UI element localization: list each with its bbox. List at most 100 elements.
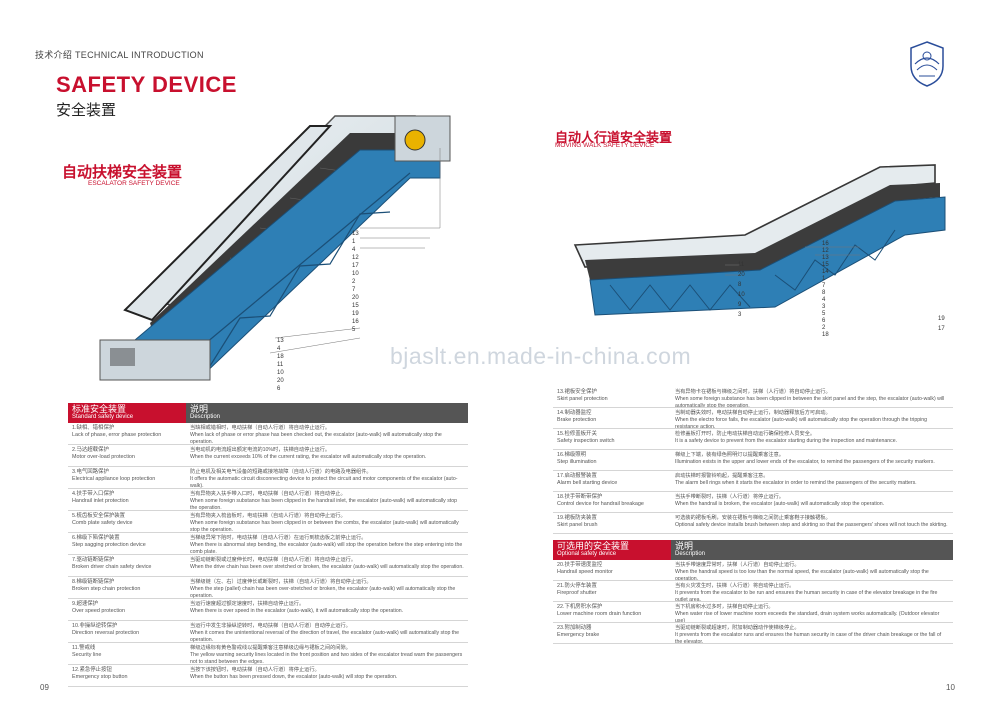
callout-number: 7 <box>822 283 826 289</box>
device-name: 16.梯级照明 Step illumination <box>557 452 597 466</box>
device-description: 当电动机的电流超出额定电流的10%时，扶梯自动停止运行。 When the cu… <box>190 447 427 461</box>
callout-number: 15 <box>822 262 829 268</box>
page-title-cn: 安全装置 <box>56 102 117 119</box>
desc-header-cn: 说明 <box>190 404 209 414</box>
device-name: 21.防火停车装置 Fireproof shutter <box>557 583 597 597</box>
device-description: 当运行速度超过额定速度时，扶梯自动停止运行。 When there is ove… <box>190 601 404 615</box>
table-row: 6.梯级下陷保护装置 Step sagging protection devic… <box>68 533 468 555</box>
device-name: 23.附加制动器 Emergency brake <box>557 625 600 639</box>
device-name: 19.裙板防夹装置 Skirt panel brush <box>557 515 598 529</box>
table-row: 15.检修盖板开关 Safety inspection switch 检修盖板打开… <box>553 429 953 450</box>
moving-walk-illustration <box>573 164 946 316</box>
device-name: 8.梯级链断链保护 Broken step chain protection <box>72 579 141 593</box>
device-name: 11.警戒线 Security line <box>72 645 102 659</box>
callout-number: 2 <box>352 279 356 285</box>
device-name: 12.紧急停止按钮 Emergency stop button <box>72 667 128 681</box>
device-description: 当有异物夹入扶手带入口时，电动扶梯（自动人行道）将自动停止。 When some… <box>190 491 458 511</box>
page-title-en: SAFETY DEVICE <box>56 72 237 97</box>
callout-number: 3 <box>738 312 742 318</box>
device-name: 10.非操纵逆转保护 Direction reversal protection <box>72 623 140 637</box>
callout-number: 3 <box>822 304 826 310</box>
table-row: 2.马达超载保护 Motor over-load protection 当电动机的… <box>68 445 468 467</box>
device-description: 当运行中发生非操纵逆转时，电动扶梯（自动人行道）自动停止运行。 When it … <box>190 623 460 643</box>
callout-number: 1 <box>822 276 826 282</box>
device-description: 梯级上下端，装有绿色照明灯以提醒乘客注意。 Illumination exist… <box>675 452 935 466</box>
device-description: 当下机房积水过多时，扶梯自动停止运行。 When water rise of l… <box>675 604 940 623</box>
device-name: 3.电气回路保护 Electrical appliance loop prote… <box>72 469 156 483</box>
header-cn: 可选用的安全装置 <box>557 541 630 551</box>
header-en: Optional safety device <box>557 551 617 558</box>
device-name: 1.缺相、错相保护 Lack of phase, error phase pro… <box>72 425 162 439</box>
table-row: 19.裙板防夹装置 Skirt panel brush 可选装的裙板毛刷，安装在裙… <box>553 513 953 534</box>
table-row: 21.防火停车装置 Fireproof shutter 当有火灾发生时，扶梯（人行… <box>553 581 953 602</box>
moving-walk-heading-en: MOVING WALK SAFETY DEVICE <box>555 142 655 149</box>
device-description: 检修盖板打开时，防止电动扶梯自动运行确保检修人员安全。 It is a safe… <box>675 431 898 445</box>
table-row: 16.梯级照明 Step illumination 梯级上下端，装有绿色照明灯以提… <box>553 450 953 471</box>
escalator-illustration <box>99 115 451 381</box>
table-body: 1.缺相、错相保护 Lack of phase, error phase pro… <box>68 423 468 687</box>
callout-number: 2 <box>822 325 826 331</box>
table-row: 3.电气回路保护 Electrical appliance loop prote… <box>68 467 468 489</box>
callout-number: 19 <box>352 311 359 317</box>
device-description: 当驱动链断裂或过度伸长时，电动扶梯（自动人行道）将自动停止运行。 When th… <box>190 557 464 571</box>
callout-number: 20 <box>352 295 359 301</box>
callout-number: 11 <box>277 362 284 368</box>
table-row: 5.梳齿板安全保护装置 Comb plate safety device 当有异物… <box>68 511 468 533</box>
callout-number: 7 <box>352 287 356 293</box>
callout-number: 18 <box>277 354 284 360</box>
escalator-heading-en: ESCALATOR SAFETY DEVICE <box>88 180 180 187</box>
device-description: 防止电机及相关电气设备的短路或接地故障（自动人行道）的电路及电器组件。 It o… <box>190 469 458 489</box>
callout-number: 16 <box>352 319 359 325</box>
device-name: 13.裙板安全保护 Skirt panel protection <box>557 389 608 403</box>
callout-number: 12 <box>352 255 359 261</box>
device-description: 当有火灾发生时，扶梯（人行道）将自动停止运行。 It prevents from… <box>675 583 938 602</box>
callout-number: 6 <box>822 318 826 324</box>
device-name: 15.检修盖板开关 Safety inspection switch <box>557 431 615 445</box>
page-number-right: 10 <box>946 683 955 692</box>
device-description: 梯级边缘标有黄色警戒线以提醒乘客注意梯级边缘与裙板之间的间隙。 The yell… <box>190 645 463 665</box>
callout-number: 4 <box>277 346 281 352</box>
callout-number: 20 <box>277 378 284 384</box>
desc-header-en: Description <box>190 414 221 421</box>
callout-number: 10 <box>277 370 284 376</box>
device-name: 17.启动报警装置 Alarm bell starting device <box>557 473 618 487</box>
device-name: 4.扶手带入口保护 Handrail inlet protection <box>72 491 129 505</box>
device-description: 可选装的裙板毛刷，安装在裙板与梯级之间防止乘客鞋子接触裙板。 Optional … <box>675 515 948 529</box>
device-name: 22.下机房积水保护 Lower machine room drain func… <box>557 604 642 618</box>
callout-number: 10 <box>738 292 745 298</box>
company-logo-icon <box>910 41 944 87</box>
device-description: 启动扶梯时报警铃响起，提醒乘客注意。 The alarm bell rings … <box>675 473 917 487</box>
device-name: 5.梳齿板安全保护装置 Comb plate safety device <box>72 513 133 527</box>
callout-number: 13 <box>352 231 359 237</box>
callout-number: 15 <box>352 303 359 309</box>
table-row: 11.警戒线 Security line 梯级边缘标有黄色警戒线以提醒乘客注意梯级… <box>68 643 468 665</box>
header-en: Standard safety device <box>72 414 134 421</box>
callout-number: 4 <box>822 297 826 303</box>
device-description: 当有异物夹入梳齿板时，电动扶梯（自动人行道）将自动停止运行。 When some… <box>190 513 459 533</box>
header-cn: 标准安全装置 <box>72 404 127 414</box>
watermark: bjaslt.en.made-in-china.com <box>390 343 692 369</box>
device-name: 14.制动器监控 Brake protection <box>557 410 597 424</box>
callout-number: 12 <box>822 248 829 254</box>
table-row: 22.下机房积水保护 Lower machine room drain func… <box>553 602 953 623</box>
section-header: 技术介绍 TECHNICAL INTRODUCTION <box>35 50 204 60</box>
table-row: 18.扶手带断带保护 Control device for handrail b… <box>553 492 953 513</box>
callout-number: 8 <box>822 290 826 296</box>
callout-number: 9 <box>738 302 742 308</box>
callout-number: 17 <box>938 326 945 332</box>
desc-header-en: Description <box>675 551 706 558</box>
device-name: 2.马达超载保护 Motor over-load protection <box>72 447 135 461</box>
table-row: 1.缺相、错相保护 Lack of phase, error phase pro… <box>68 423 468 445</box>
device-name: 6.梯级下陷保护装置 Step sagging protection devic… <box>72 535 146 549</box>
callout-number: 5 <box>352 327 356 333</box>
callout-number: 4 <box>352 247 356 253</box>
callout-number: 17 <box>352 263 359 269</box>
